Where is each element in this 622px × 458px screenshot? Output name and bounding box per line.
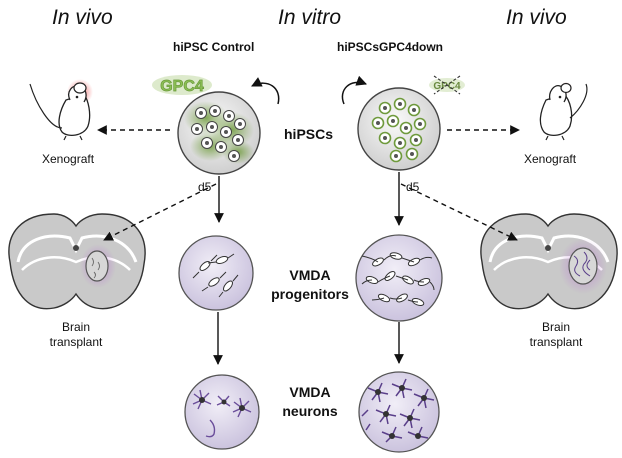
dish-progenitors-control xyxy=(178,235,254,311)
brain-left-line1: Brain xyxy=(61,320,90,334)
time-label-control: d5 xyxy=(198,180,212,194)
stage-progenitors-line2: progenitors xyxy=(271,286,349,302)
dish-neurons-knockdown xyxy=(358,371,440,453)
gpc4-label-control: GPC4 xyxy=(160,78,204,95)
brain-right-icon xyxy=(480,213,618,310)
brain-transplant-label-left: Brain transplant xyxy=(30,320,122,350)
dish-progenitors-knockdown xyxy=(355,234,443,322)
brain-left-icon xyxy=(8,213,146,310)
mouse-right-icon xyxy=(539,82,588,141)
dish-neurons-control xyxy=(184,374,260,450)
header-in-vivo-right: In vivo xyxy=(506,6,567,29)
brain-right-line1: Brain xyxy=(541,320,570,334)
knockdown-cross-icon xyxy=(433,75,461,95)
stage-label-progenitors: VMDA progenitors xyxy=(262,266,358,304)
self-renewal-arrow-knockdown xyxy=(341,75,367,105)
brain-transplant-label-right: Brain transplant xyxy=(510,320,602,350)
arrow-knockdown-to-brain xyxy=(400,183,518,241)
header-in-vivo-left: In vivo xyxy=(52,6,113,29)
gpc4-tag-knockdown: GPC4 xyxy=(429,75,465,95)
xenograft-label-left: Xenograft xyxy=(42,152,95,166)
header-in-vitro: In vitro xyxy=(278,6,342,29)
arrows xyxy=(97,125,520,365)
mouse-left-icon xyxy=(29,79,93,141)
stage-label-neurons: VMDA neurons xyxy=(262,383,358,421)
brain-left-line2: transplant xyxy=(49,335,103,349)
brain-right-line2: transplant xyxy=(529,335,583,349)
column-label-knockdown: hiPSCsGPC4down xyxy=(337,40,444,54)
stage-progenitors-line1: VMDA xyxy=(289,267,331,283)
time-label-knockdown: d5 xyxy=(406,180,420,194)
arrow-control-to-brain xyxy=(103,183,217,241)
dish-hipsc-control xyxy=(177,91,261,175)
self-renewal-arrow-control xyxy=(251,77,280,105)
stage-neurons-line2: neurons xyxy=(282,403,338,419)
column-label-control: hiPSC Control xyxy=(173,40,255,54)
xenograft-label-right: Xenograft xyxy=(524,152,577,166)
gpc4-label-knockdown: GPC4 xyxy=(433,81,461,92)
stage-neurons-line1: VMDA xyxy=(289,384,331,400)
dish-hipsc-knockdown xyxy=(357,87,441,171)
stage-label-hipscs: hiPSCs xyxy=(284,126,334,142)
gpc4-tag-control: GPC4 xyxy=(152,75,212,95)
